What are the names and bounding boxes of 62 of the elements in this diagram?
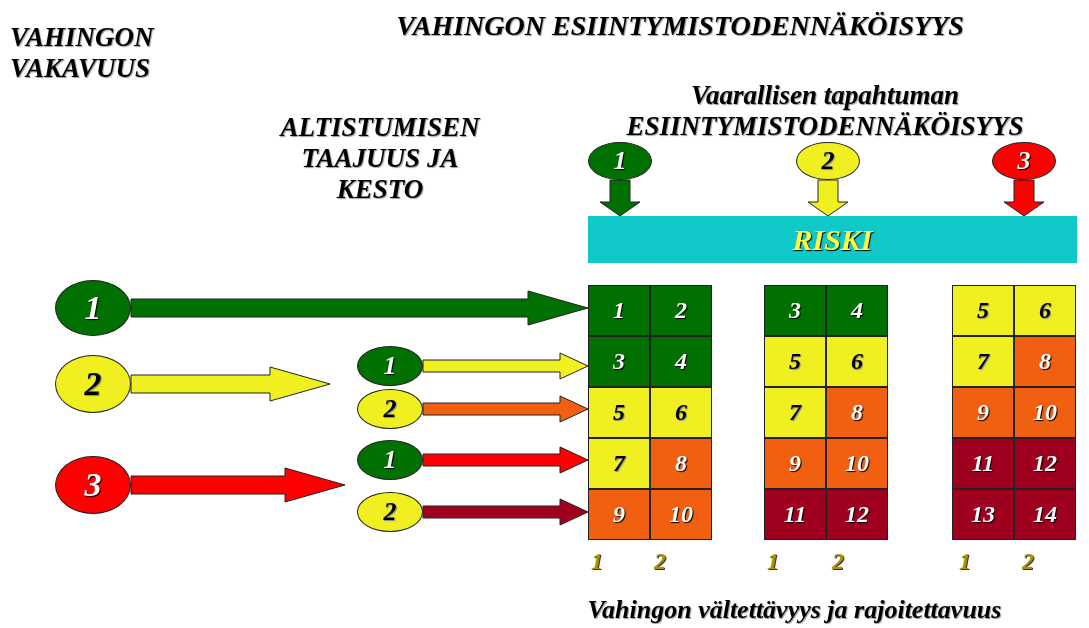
- matrix-cell: 6: [650, 387, 712, 438]
- block-arrow: [599, 179, 641, 217]
- number-oval: 1: [588, 142, 652, 180]
- matrix-cell: 9: [764, 438, 826, 489]
- matrix-cell: 12: [826, 489, 888, 540]
- matrix-cell: 11: [952, 438, 1014, 489]
- matrix-cell: 8: [826, 387, 888, 438]
- axis-tick: 1: [590, 548, 604, 576]
- matrix-cell: 7: [952, 336, 1014, 387]
- matrix-cell: 7: [764, 387, 826, 438]
- block-arrow: [422, 446, 589, 474]
- matrix-cell: 11: [764, 489, 826, 540]
- matrix-cell: 5: [588, 387, 650, 438]
- matrix-cell: 2: [650, 285, 712, 336]
- matrix-cell: 1: [588, 285, 650, 336]
- matrix-cell: 9: [588, 489, 650, 540]
- matrix-cell: 7: [588, 438, 650, 489]
- matrix-cell: 6: [1014, 285, 1076, 336]
- number-oval: 2: [55, 355, 131, 413]
- number-oval: 1: [357, 440, 423, 480]
- matrix-cell: 12: [1014, 438, 1076, 489]
- risk-band: RISKI: [588, 216, 1077, 263]
- matrix-cell: 10: [826, 438, 888, 489]
- axis-title: Vaarallisen tapahtuman ESIINTYMISTODENNÄKÖISYYS: [625, 80, 1025, 143]
- matrix-cell: 9: [952, 387, 1014, 438]
- axis-title: ALTISTUMISEN TAAJUUS JA KESTO: [280, 112, 480, 206]
- number-oval: 2: [357, 389, 423, 429]
- block-arrow: [422, 498, 589, 526]
- matrix-cell: 4: [826, 285, 888, 336]
- axis-tick: 1: [766, 548, 780, 576]
- matrix-cell: 8: [650, 438, 712, 489]
- number-oval: 2: [796, 142, 860, 180]
- axis-tick: 1: [958, 548, 972, 576]
- block-arrow: [130, 366, 331, 402]
- number-oval: 3: [55, 456, 131, 514]
- matrix-cell: 8: [1014, 336, 1076, 387]
- matrix-cell: 5: [764, 336, 826, 387]
- block-arrow: [422, 395, 589, 423]
- number-oval: 3: [992, 142, 1056, 180]
- matrix-cell: 14: [1014, 489, 1076, 540]
- matrix-cell: 10: [650, 489, 712, 540]
- axis-tick: 2: [830, 548, 845, 576]
- block-arrow: [130, 467, 346, 503]
- number-oval: 1: [357, 346, 423, 386]
- matrix-cell: 6: [826, 336, 888, 387]
- axis-tick: 2: [1020, 548, 1035, 576]
- block-arrow: [1003, 179, 1045, 217]
- matrix-cell: 13: [952, 489, 1014, 540]
- matrix-cell: 3: [764, 285, 826, 336]
- matrix-cell: 4: [650, 336, 712, 387]
- number-oval: 2: [357, 492, 423, 532]
- axis-title: Vahingon vältettävyys ja rajoitettavuus: [586, 595, 1003, 625]
- block-arrow: [130, 290, 589, 326]
- title: VAHINGON ESIINTYMISTODENNÄKÖISYYS: [395, 10, 965, 43]
- matrix-cell: 5: [952, 285, 1014, 336]
- block-arrow: [807, 179, 849, 217]
- matrix-cell: 3: [588, 336, 650, 387]
- block-arrow: [422, 352, 589, 380]
- number-oval: 1: [55, 280, 131, 336]
- axis-title: VAHINGON VAKAVUUS: [10, 22, 156, 85]
- axis-tick: 2: [652, 548, 667, 576]
- matrix-cell: 10: [1014, 387, 1076, 438]
